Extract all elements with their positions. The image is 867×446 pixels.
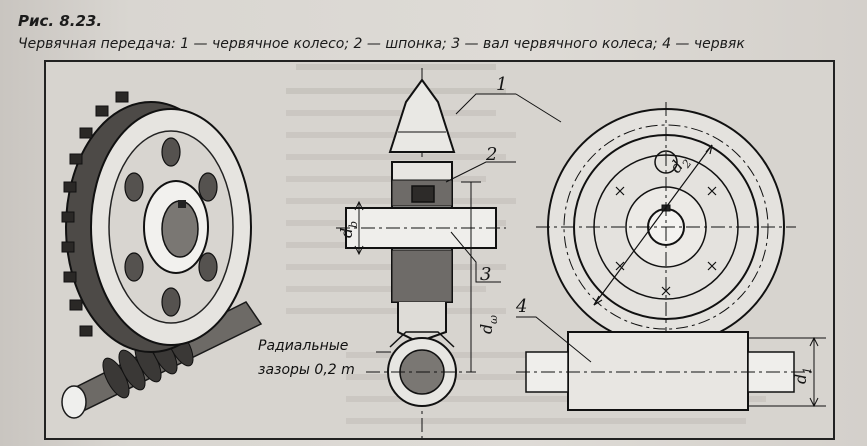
label-d-omega: d xyxy=(477,324,496,334)
figure-title: Червячная передача: 1 — червячное колесо… xyxy=(18,36,745,52)
label-part-2: 2 xyxy=(485,144,497,165)
label-part-4: 4 xyxy=(515,296,527,317)
worm-gear-illustration: 1 2 3 4 d b d ω d 2 d 1 Радиальные зазор… xyxy=(61,64,826,438)
radial-clearance-note-line2: зазоры 0,2 m xyxy=(258,362,355,378)
figure-caption: Рис. 8.23. Червячная передача: 1 — червя… xyxy=(18,12,745,52)
radial-clearance-note-line1: Радиальные xyxy=(258,338,348,354)
label-d-1-sub: 1 xyxy=(801,367,814,374)
label-part-1: 1 xyxy=(496,74,507,95)
label-d-b: d xyxy=(337,228,356,238)
label-d-omega-sub: ω xyxy=(487,315,500,324)
worm-gear-front-view xyxy=(515,93,826,411)
worm-gear-isometric xyxy=(61,91,263,419)
figure-frame: 1 2 3 4 d b d ω d 2 d 1 Радиальные зазор… xyxy=(44,60,835,440)
label-d-1: d xyxy=(791,374,810,384)
figure-number: Рис. 8.23. xyxy=(18,12,103,30)
label-part-3: 3 xyxy=(480,264,491,285)
worm-gear-section-view xyxy=(336,68,516,438)
label-d-b-sub: b xyxy=(347,221,360,228)
